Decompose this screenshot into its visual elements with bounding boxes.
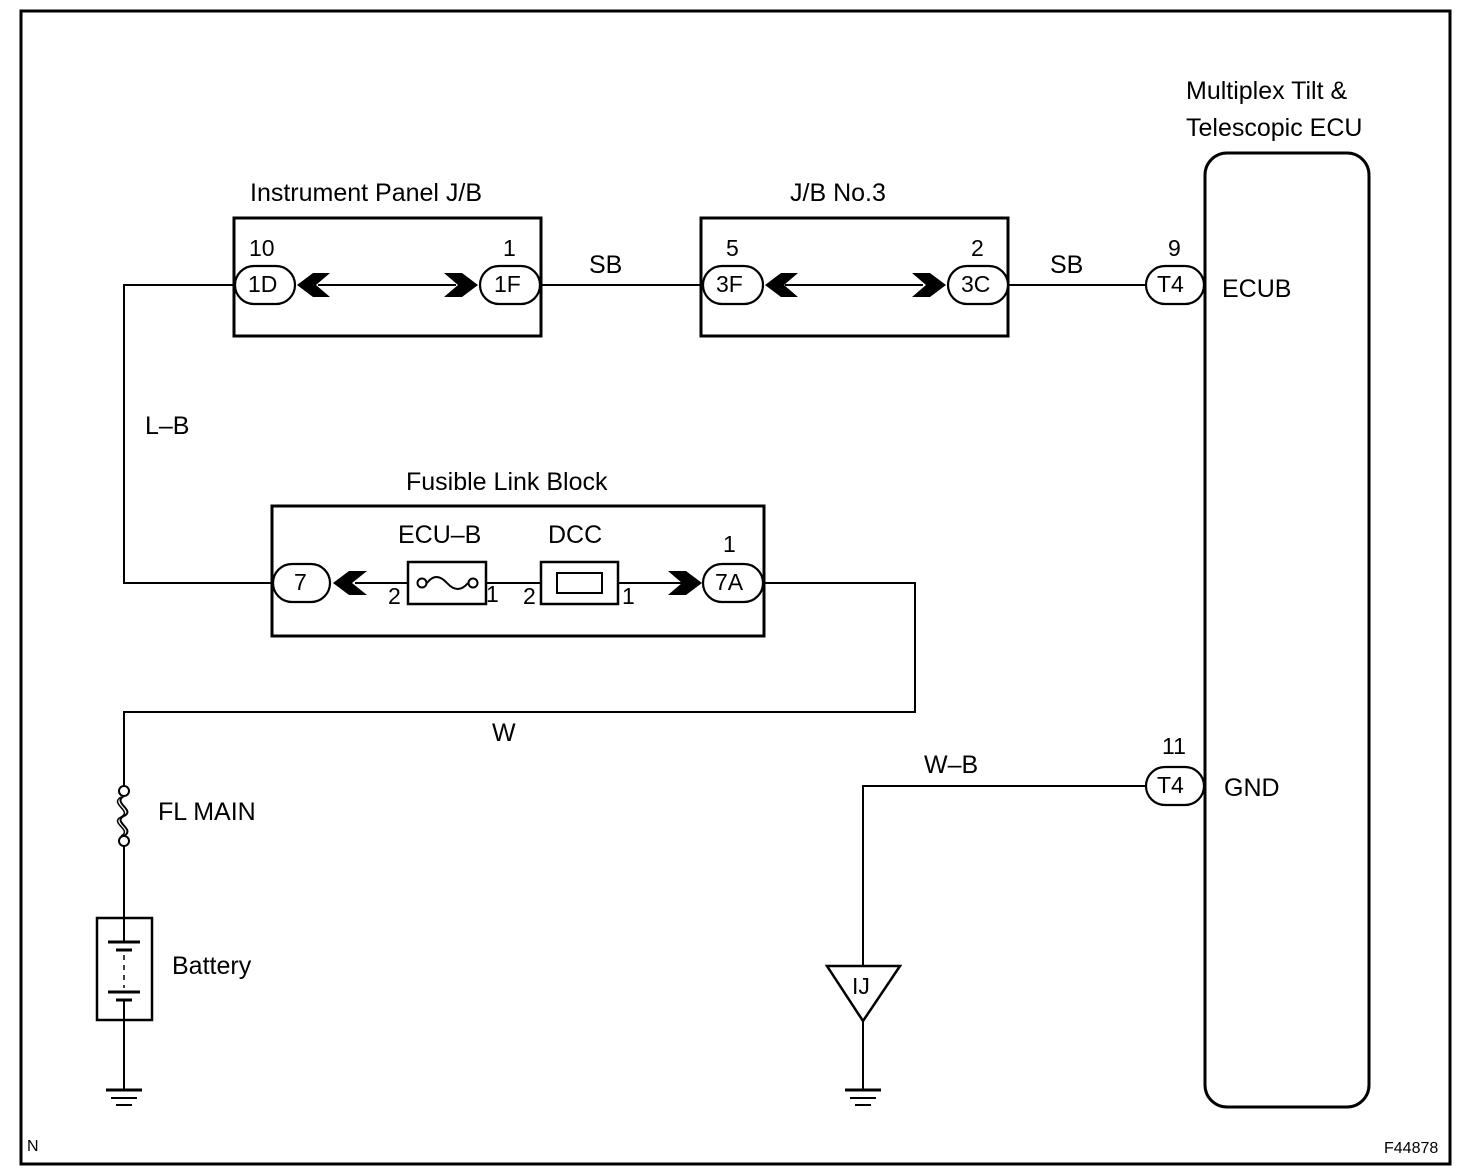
connector-3c: 3C [912,264,1010,306]
fl-main-label: FL MAIN [158,798,256,826]
ecu-title-line2: Telescopic ECU [1186,114,1362,142]
jb-no3-title: J/B No.3 [790,179,886,207]
connector-3f-arrow [765,273,798,297]
ecu-body [1203,151,1371,1109]
jb-no3-box [699,216,1010,338]
wire-label-lb: L–B [145,412,189,440]
dcc-pin-left: 2 [523,583,536,609]
pin-11: 11 [1162,733,1186,759]
connector-7-arrow [333,571,367,595]
fl-main-fusible-link: FL MAIN [116,785,256,847]
dcc-pin-right: 1 [622,583,635,609]
battery-label: Battery [172,952,252,980]
pin-10: 10 [249,235,275,261]
wire-wb [862,785,1146,965]
harness-wires [123,284,1146,1090]
ecu-b-pin-right: 1 [486,581,499,607]
connector-3f-label: 3F [716,271,743,297]
connector-1f: 1F [444,264,542,306]
jb-no3: J/B No.3 5 2 [699,179,1010,338]
ground-icon-ij [845,1088,881,1106]
ground-point-ij-triangle [824,964,903,1024]
connector-3f: 3F [701,264,798,306]
connector-1f-label: 1F [494,271,521,297]
connector-3c-label: 3C [961,271,990,297]
multiplex-tilt-telescopic-ecu: Multiplex Tilt & Telescopic ECU ECUB GND [1186,77,1371,1109]
connector-1d: 1D [233,264,330,306]
connector-7a: 7A [668,562,765,604]
pin-1-ipjb: 1 [503,235,516,261]
pin-5: 5 [726,235,739,261]
connector-t4-gnd-label: T4 [1157,772,1184,798]
connector-7-label: 7 [294,569,307,595]
diagram-frame [19,9,1452,1166]
wire-lb [123,284,272,584]
dcc-fuse-label: DCC [548,521,602,549]
ecu-b-pin-left: 2 [388,583,401,609]
connector-1d-arrow [297,273,330,297]
instrument-panel-jb-box [232,216,543,338]
fusible-link-block: Fusible Link Block ECU–B 2 1 DCC 2 1 1 [270,468,766,638]
wire-label-wb: W–B [924,751,978,779]
fusible-link-block-title: Fusible Link Block [406,468,608,496]
wire-w [123,582,916,785]
ground-icon-battery [106,1088,142,1106]
ecu-b-fuse-label: ECU–B [398,521,481,549]
connector-7a-label: 7A [715,569,744,595]
wire-label-w: W [492,719,516,747]
connector-3c-arrow [912,273,946,297]
ecu-title-line1: Multiplex Tilt & [1186,77,1347,105]
battery: Battery [95,916,252,1022]
connector-1d-label: 1D [248,271,277,297]
ecu-terminal-gnd: GND [1224,774,1280,802]
dcc-fuse-element [556,572,603,594]
figure-code: F44878 [1384,1140,1438,1157]
connector-t4-ecub-label: T4 [1157,271,1184,297]
ground-point-ij: IJ [824,964,903,1024]
ecu-b-fuse-element [426,576,469,590]
connector-1f-arrow [444,273,478,297]
ecu-b-fuse: ECU–B 2 1 [388,521,499,609]
connector-7: 7 [271,562,367,604]
pin-1-flb: 1 [723,531,736,557]
wire-label-sb-right: SB [1050,251,1083,279]
corner-mark-n: N [27,1138,39,1155]
dcc-fuse: DCC 2 1 [523,521,635,609]
instrument-panel-jb-title: Instrument Panel J/B [250,179,482,207]
ground-point-ij-label: IJ [852,973,870,999]
connector-t4-gnd: T4 11 [1144,733,1206,807]
pin-9: 9 [1168,235,1181,261]
connector-7a-arrow [668,571,702,595]
fusible-link-block-box [270,504,766,638]
connector-t4-ecub: T4 9 [1144,235,1206,306]
ecu-terminal-ecub: ECUB [1222,275,1291,303]
pin-2-jb3: 2 [971,235,984,261]
wire-label-sb-left: SB [589,251,622,279]
instrument-panel-jb: Instrument Panel J/B 10 1 [232,179,543,338]
